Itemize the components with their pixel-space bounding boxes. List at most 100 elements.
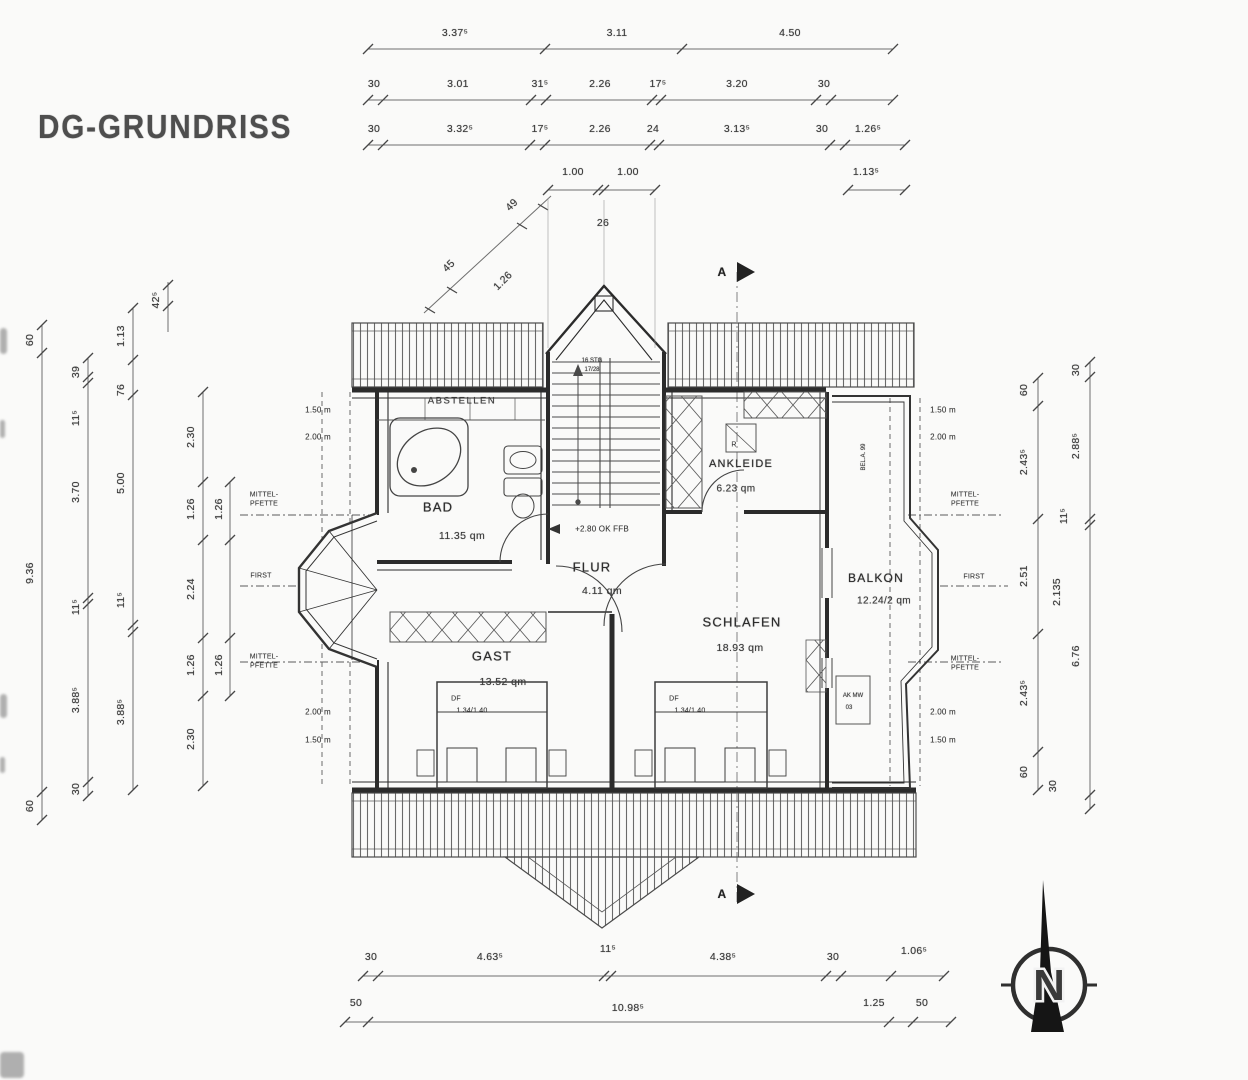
sink <box>503 445 543 475</box>
room-area-balkon: 12.24/2 qm <box>856 595 912 607</box>
staircase <box>552 358 660 508</box>
room-label-flur: FLUR <box>572 559 612 575</box>
cross-braced-strips <box>389 391 871 725</box>
dim-label: 30 <box>1047 779 1059 793</box>
section-marker-top <box>737 262 755 282</box>
annotation-first: FIRST <box>963 573 985 581</box>
dim-label: 2.43⁵ <box>1018 679 1030 707</box>
dim-label: 2.135 <box>1051 578 1063 606</box>
dim-label: 1.26 <box>213 498 225 520</box>
dim-label: 1.26 <box>185 498 197 520</box>
dim-label: 1.26 <box>185 654 197 676</box>
annotation-mittelpfette: PFETTE <box>950 500 980 508</box>
dim-label: 2.30 <box>185 426 197 448</box>
bed-schlafen <box>634 681 787 789</box>
annotation-roof-window: DF <box>669 695 679 703</box>
north-letter: N <box>1033 961 1065 1010</box>
dim-label: 3.37⁵ <box>441 27 469 39</box>
dim-label: 30 <box>817 78 831 90</box>
annotation-height-line: 2.00 m <box>305 432 331 442</box>
dim-label: 11⁵ <box>115 591 127 609</box>
annotation-height-line: 1.50 m <box>930 735 956 745</box>
dim-label: 2.43⁵ <box>1018 448 1030 476</box>
room-label-balkon: BALKON <box>848 571 904 585</box>
scan-artifact <box>0 757 5 773</box>
annotation-level: +2.80 OK FFB <box>575 524 629 534</box>
dim-label: 42⁵ <box>150 291 162 309</box>
section-label-top: A <box>717 265 727 279</box>
dim-label: 3.20 <box>726 78 748 90</box>
dim-label: 50 <box>915 997 929 1009</box>
room-area-gast: 13.52 qm <box>479 676 527 688</box>
north-needle <box>1031 880 1064 1032</box>
section-marker-bottom <box>737 884 755 904</box>
room-label-bad: BAD <box>422 499 454 515</box>
annotation-mittelpfette: MITTEL- <box>950 491 980 499</box>
dim-label: 30 <box>367 78 381 90</box>
dim-label: 3.70 <box>70 481 82 503</box>
diagonal-dimension <box>423 195 656 348</box>
dim-label: 30 <box>364 951 378 963</box>
roof-hatch-bands <box>351 322 917 929</box>
annotation-bel: BEL.A. 99 <box>861 443 867 471</box>
level-arrow <box>548 524 560 534</box>
annotation-mittelpfette: MITTEL- <box>249 653 279 661</box>
dim-label: 4.38⁵ <box>709 951 737 963</box>
dim-label: 30 <box>367 123 381 135</box>
stair-gable <box>545 284 667 361</box>
dim-label: 39 <box>70 365 82 379</box>
dim-label: 60 <box>1018 765 1030 779</box>
annotation-ak: 03 <box>845 705 853 711</box>
dim-label: 9.36 <box>24 562 36 584</box>
dim-label: 3.32⁵ <box>446 123 474 135</box>
dim-label: 3.01 <box>447 78 469 90</box>
room-label-ankleide: ANKLEIDE <box>708 458 774 470</box>
section-label-bottom: A <box>717 887 727 901</box>
balcony <box>832 395 939 789</box>
annotation-stairs: 17/28 <box>584 367 600 373</box>
dim-label: 3.11 <box>606 27 628 39</box>
dim-label: 5.00 <box>115 472 127 494</box>
dim-label: 60 <box>24 333 36 347</box>
dim-label: 1.26 <box>213 654 225 676</box>
annotation-mittelpfette: PFETTE <box>249 662 279 670</box>
annotation-ak: AK MW <box>842 693 864 699</box>
dim-label: 1.00 <box>562 166 584 178</box>
bathtub <box>389 417 469 497</box>
room-area-bad: 11.35 qm <box>438 530 486 542</box>
dim-label: 30 <box>826 951 840 963</box>
dim-label: 2.88⁵ <box>1070 432 1082 460</box>
dim-label: 11⁵ <box>599 943 617 955</box>
dim-label: 4.50 <box>779 27 801 39</box>
dim-label: 2.24 <box>185 578 197 600</box>
dim-label: 11⁵ <box>70 409 82 427</box>
annotation-height-line: 2.00 m <box>930 432 956 442</box>
room-area-ankleide: 6.23 qm <box>716 483 756 495</box>
dim-label: 17⁵ <box>649 78 667 90</box>
dim-label: 60 <box>1018 383 1030 397</box>
room-label-abstellen: ABSTELLEN <box>427 395 497 407</box>
dim-label: 11⁵ <box>70 598 82 616</box>
annotation-roof-window-size: 1.34/1.40 <box>456 707 488 715</box>
room-area-schlafen: 18.93 qm <box>716 642 764 654</box>
annotation-mittelpfette: MITTEL- <box>249 491 279 499</box>
dim-label: 11⁵ <box>1058 507 1070 525</box>
dim-label: 6.76 <box>1070 645 1082 667</box>
annotation-first: FIRST <box>250 572 272 580</box>
dim-label: 76 <box>115 383 127 397</box>
dim-label: 31⁵ <box>531 78 549 90</box>
section-line <box>736 262 755 904</box>
dim-label: 2.26 <box>589 123 611 135</box>
dim-label: 10.98⁵ <box>611 1002 645 1014</box>
annotation-height-line: 2.00 m <box>930 707 956 717</box>
dim-label: 3.88⁵ <box>70 686 82 714</box>
scan-artifact <box>0 1052 24 1078</box>
toilet <box>503 477 543 519</box>
dim-label: 17⁵ <box>531 123 549 135</box>
dim-label: 30 <box>815 123 829 135</box>
bed-gast <box>416 681 567 789</box>
dim-label: 2.26 <box>589 78 611 90</box>
scan-artifact <box>0 694 7 718</box>
annotation-roof-window-size: 1.34/1.40 <box>674 707 706 715</box>
